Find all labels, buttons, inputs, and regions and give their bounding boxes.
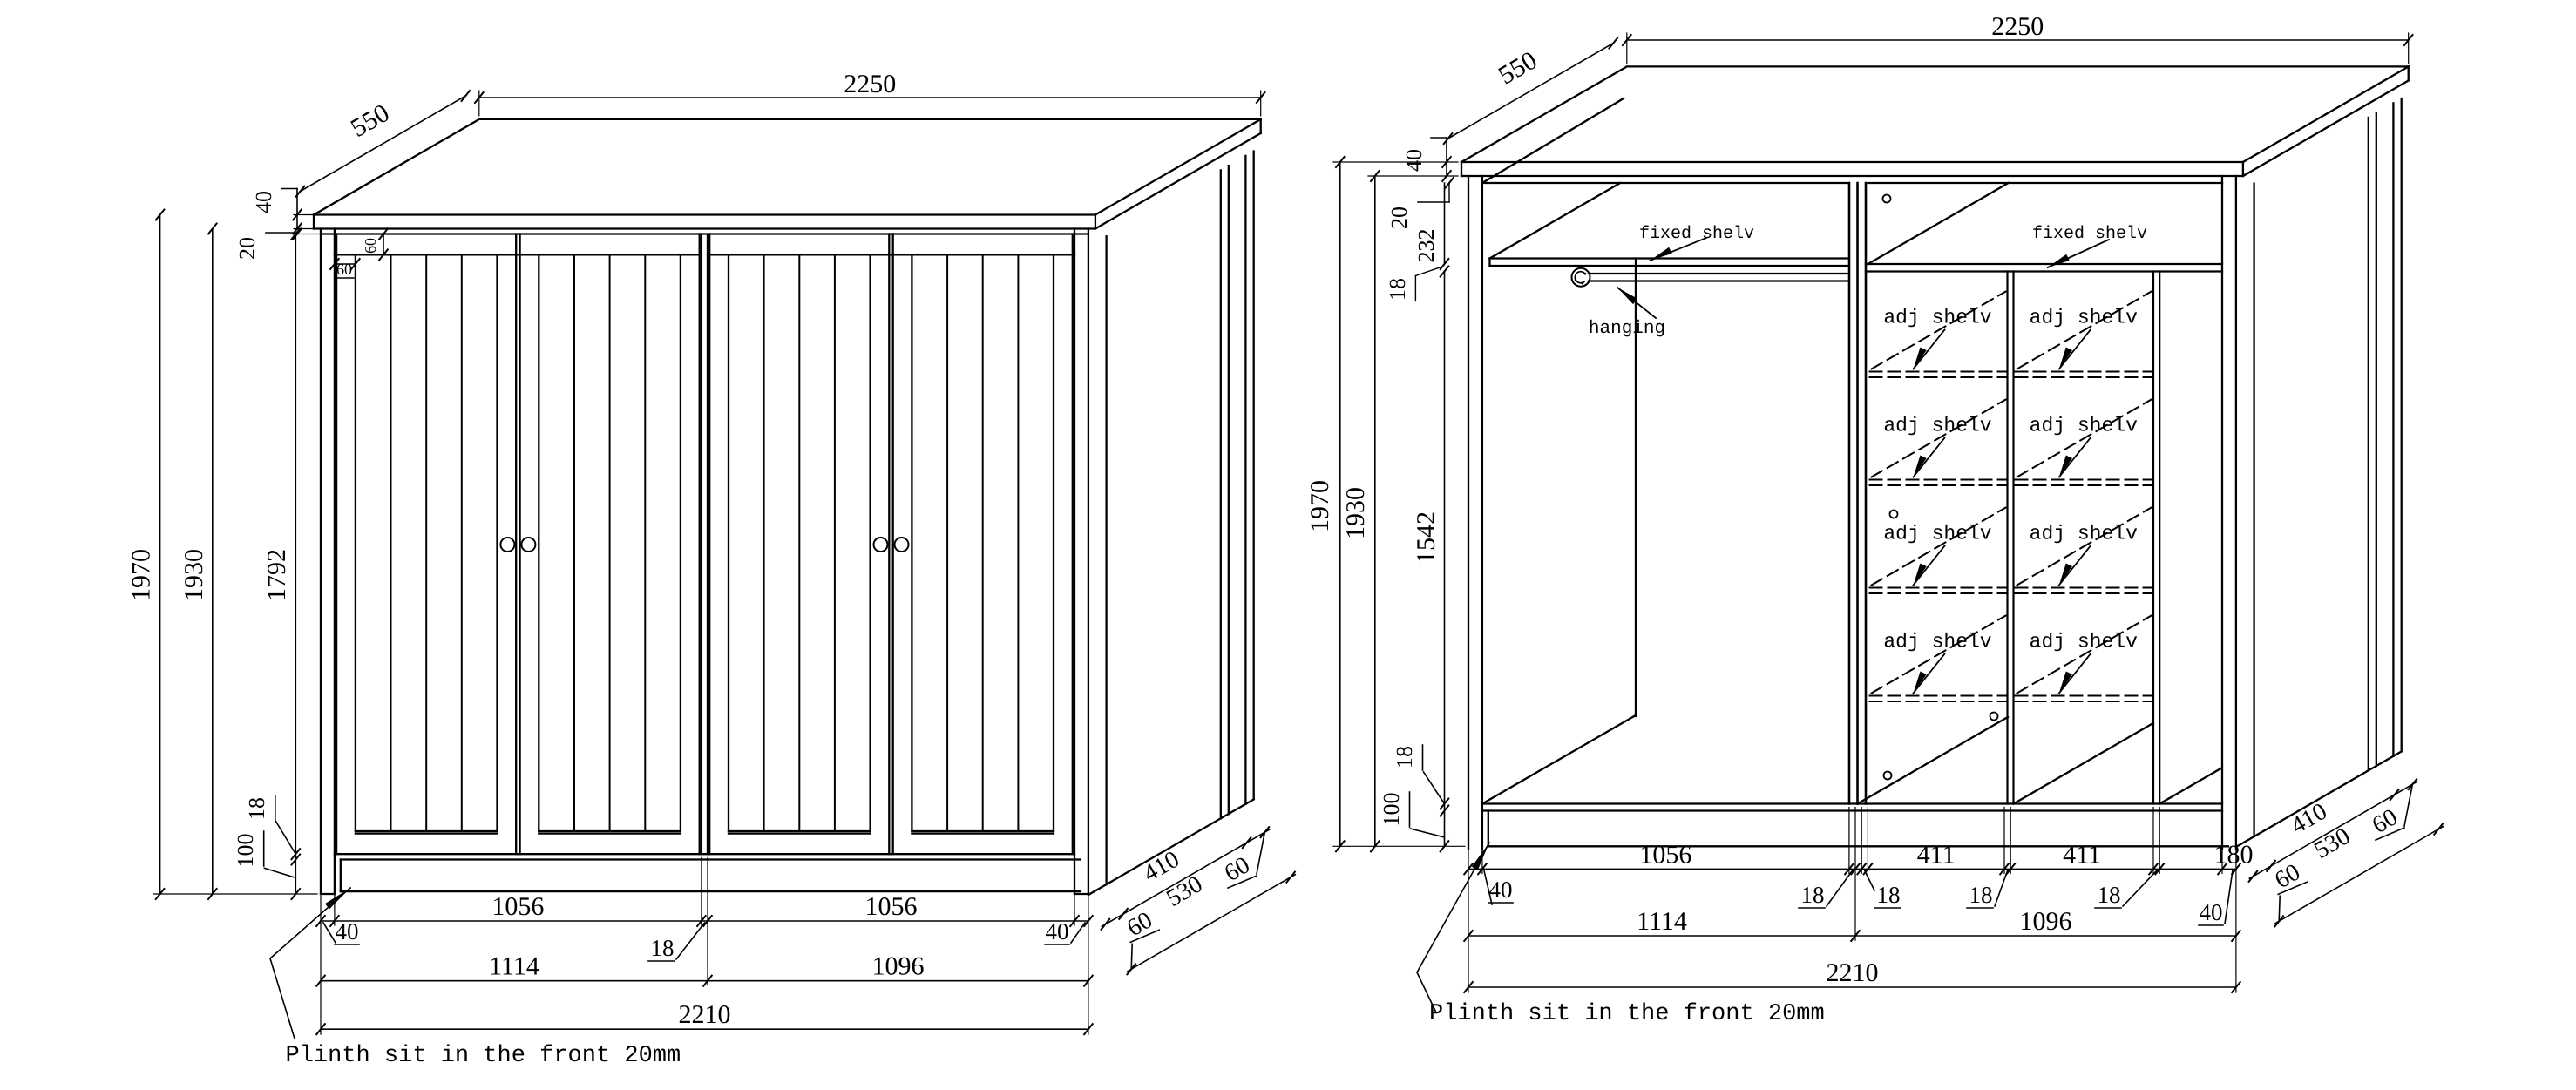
svg-text:adj shelv: adj shelv [2030,523,2138,545]
svg-text:60: 60 [336,261,352,278]
svg-text:100: 100 [1379,793,1404,827]
svg-text:fixed shelv: fixed shelv [1639,224,1754,244]
svg-text:1970: 1970 [1305,480,1334,532]
svg-text:1114: 1114 [1637,907,1687,936]
svg-text:2210: 2210 [1827,958,1879,987]
svg-text:20: 20 [1386,206,1412,229]
svg-text:adj shelv: adj shelv [1883,307,1991,329]
svg-text:1114: 1114 [489,952,539,981]
svg-text:18: 18 [1877,882,1901,908]
svg-text:Plinth sit in the front 20mm: Plinth sit in the front 20mm [286,1043,681,1069]
svg-text:40: 40 [2200,899,2223,925]
svg-text:1930: 1930 [1341,487,1370,539]
svg-text:Plinth sit in the front 20mm: Plinth sit in the front 20mm [1429,1001,1825,1027]
svg-text:2210: 2210 [679,1000,731,1029]
svg-text:adj shelv: adj shelv [1883,415,1991,437]
svg-text:adj shelv: adj shelv [1883,631,1991,653]
svg-text:18: 18 [651,935,675,961]
svg-text:fixed shelv: fixed shelv [2032,224,2147,244]
svg-text:18: 18 [1969,882,1993,908]
svg-text:1542: 1542 [1412,511,1441,564]
svg-text:20: 20 [234,237,260,260]
svg-text:40: 40 [1489,877,1513,903]
svg-text:411: 411 [2063,840,2101,869]
svg-text:2250: 2250 [1991,12,2044,41]
svg-text:hanging: hanging [1589,319,1665,339]
svg-text:232: 232 [1413,229,1439,263]
svg-text:1056: 1056 [1639,840,1691,869]
svg-text:180: 180 [2214,840,2254,869]
svg-text:411: 411 [1917,840,1956,869]
svg-text:1056: 1056 [865,892,918,921]
svg-text:40: 40 [1046,918,1069,944]
svg-text:40: 40 [1401,149,1427,172]
svg-text:40: 40 [336,918,359,944]
svg-text:40: 40 [251,191,276,213]
svg-text:1792: 1792 [262,549,291,601]
svg-text:1056: 1056 [491,892,544,921]
svg-text:1096: 1096 [2020,907,2072,936]
svg-text:adj shelv: adj shelv [2030,307,2138,329]
svg-text:18: 18 [1392,746,1417,768]
svg-text:adj shelv: adj shelv [2030,415,2138,437]
svg-text:adj shelv: adj shelv [1883,523,1991,545]
svg-text:18: 18 [1801,882,1825,908]
svg-text:18: 18 [244,797,269,820]
svg-text:18: 18 [2098,882,2121,908]
svg-text:2250: 2250 [844,70,896,98]
svg-text:1930: 1930 [180,549,208,601]
svg-text:18: 18 [1385,278,1410,301]
svg-text:1096: 1096 [872,952,925,981]
svg-text:1970: 1970 [127,549,156,601]
svg-text:60: 60 [362,238,379,254]
svg-text:adj shelv: adj shelv [2030,631,2138,653]
svg-text:100: 100 [233,834,258,868]
